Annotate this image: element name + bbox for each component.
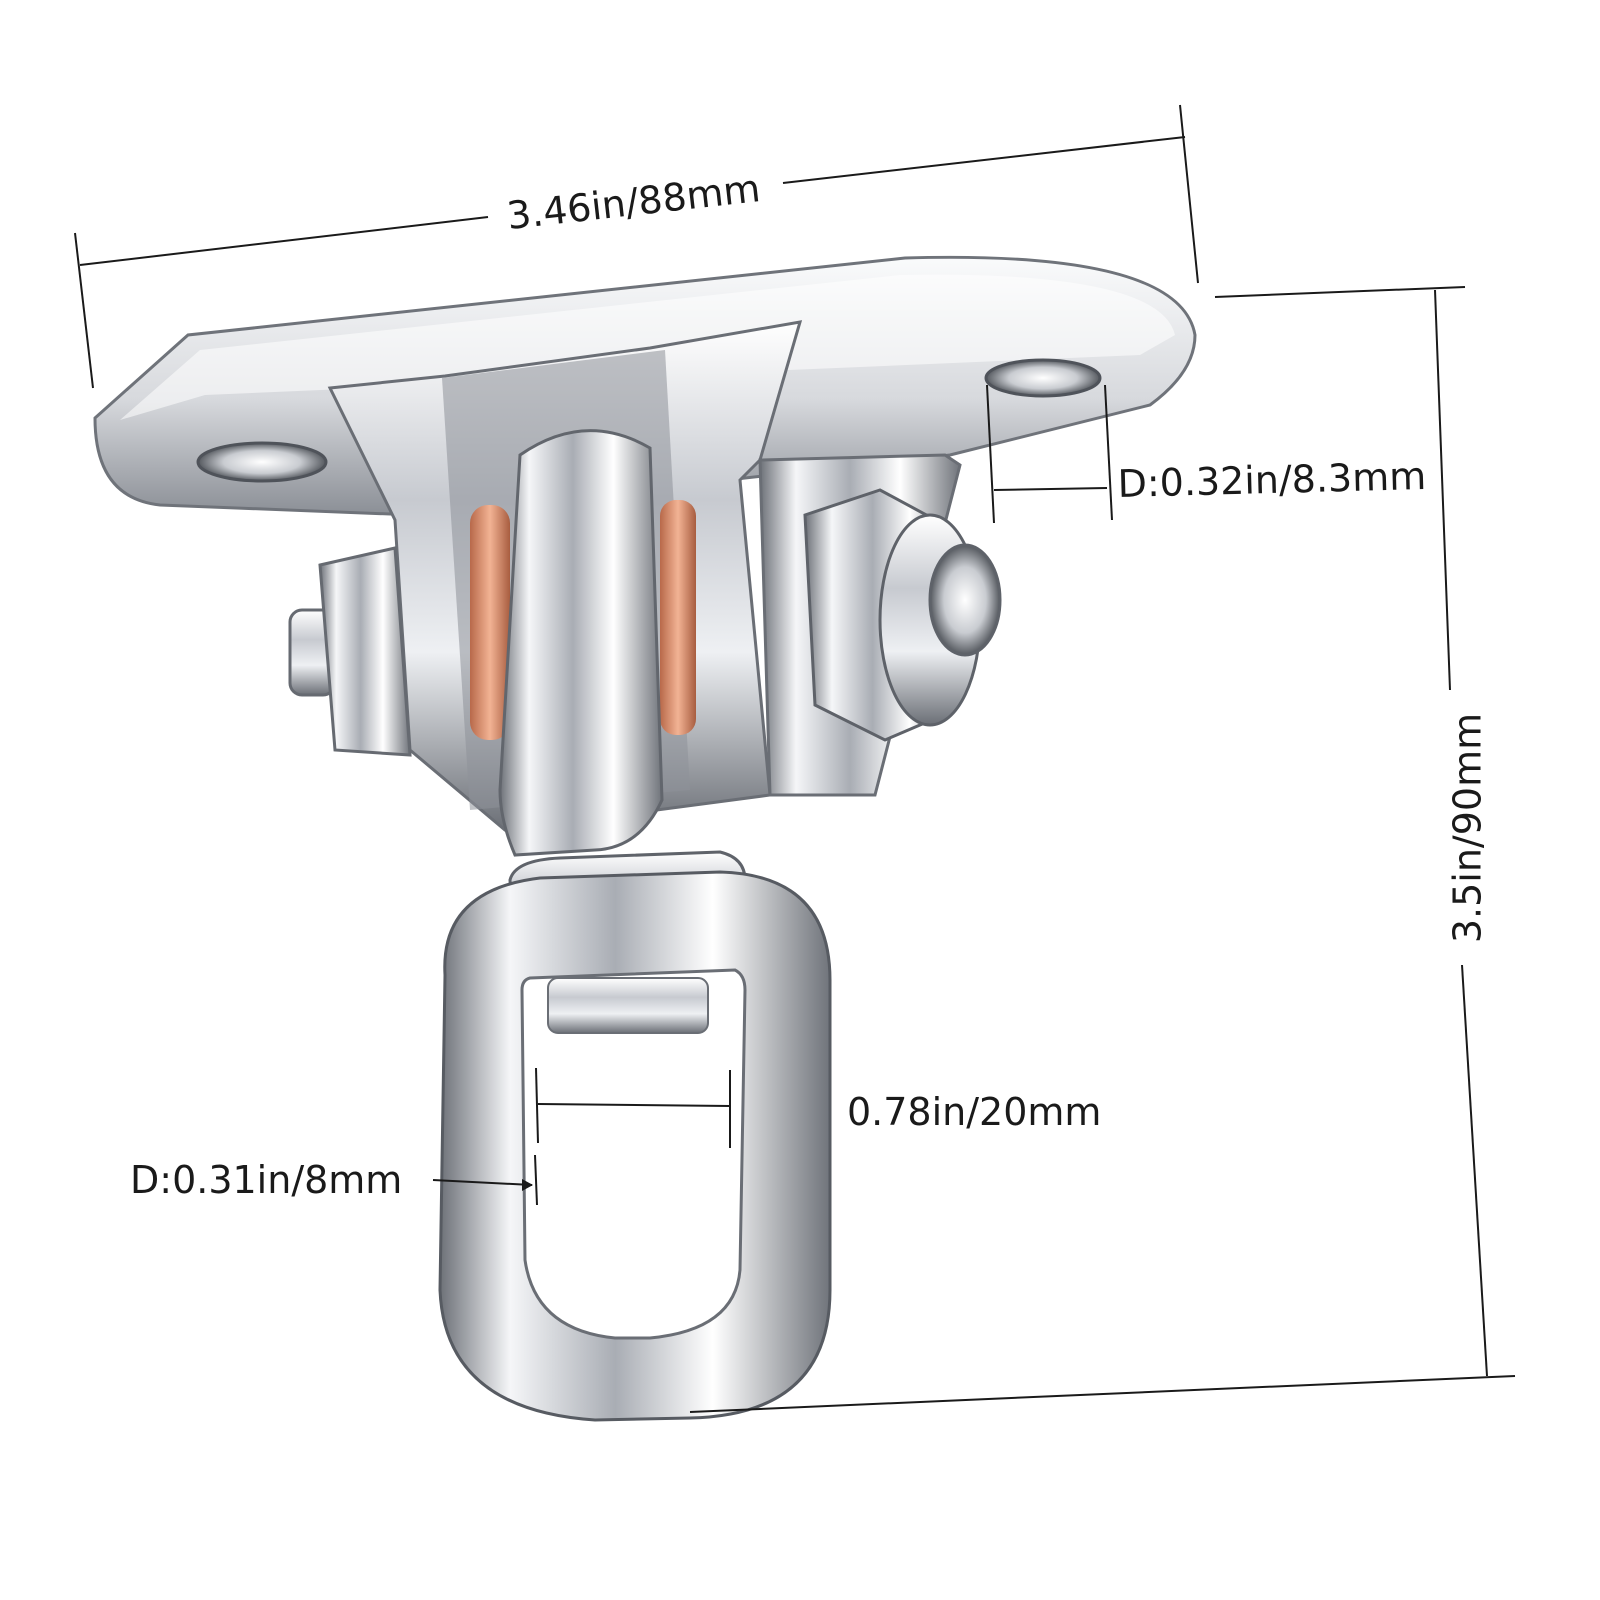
swing-hanger-illustration bbox=[93, 255, 1197, 1422]
bolt-left bbox=[288, 546, 412, 757]
swivel-body bbox=[498, 429, 664, 857]
arrowhead bbox=[522, 1179, 533, 1191]
height-dimension-label: 3.5in/90mm bbox=[1446, 713, 1490, 943]
bushing-left bbox=[470, 505, 510, 740]
nut-right bbox=[803, 488, 1002, 742]
mount-hole-diameter-label: D:0.32in/8.3mm bbox=[1117, 454, 1427, 506]
swivel-eye-ring bbox=[438, 870, 832, 1422]
dimension-lines bbox=[74, 104, 1516, 1413]
ring-inner-width-label: 0.78in/20mm bbox=[847, 1090, 1101, 1134]
bolt-thread-end bbox=[928, 543, 1002, 657]
mount-hole-left bbox=[196, 441, 328, 483]
width-dimension-label: 3.46in/88mm bbox=[505, 166, 763, 238]
ring-inner-nut bbox=[547, 977, 709, 1034]
bushing-right bbox=[660, 500, 696, 735]
ring-wire-diameter-label: D:0.31in/8mm bbox=[130, 1158, 402, 1202]
mount-hole-right bbox=[984, 358, 1102, 398]
